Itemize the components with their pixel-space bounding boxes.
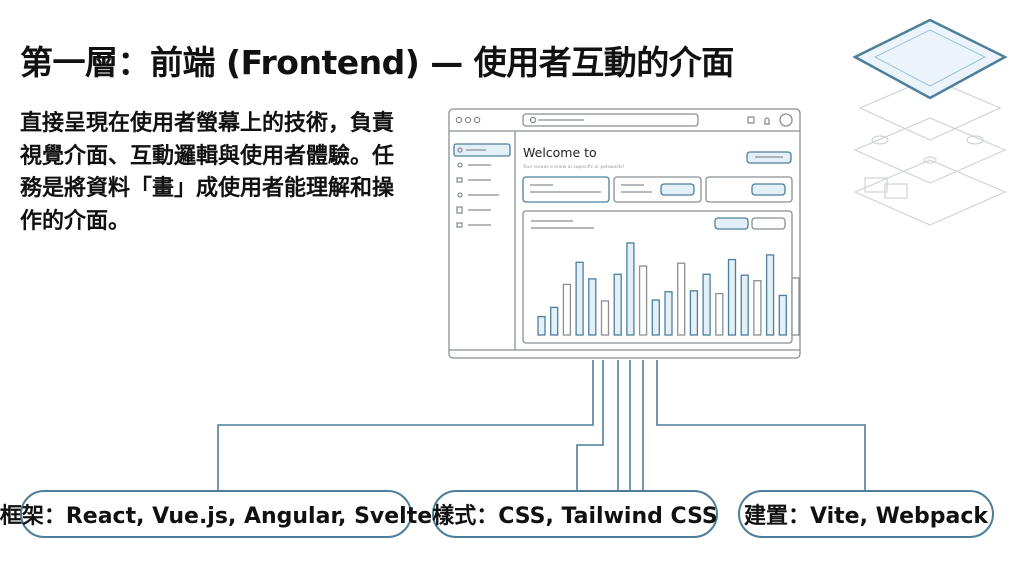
styling-pill: 樣式：CSS, Tailwind CSS xyxy=(432,490,718,538)
chart-bar xyxy=(715,292,724,336)
search-bar xyxy=(522,113,699,127)
sidebar-items xyxy=(456,147,499,228)
build-tools-pill: 建置：Vite, Webpack xyxy=(738,490,994,538)
slide-title: 第一層：前端 (Frontend) — 使用者互動的介面 xyxy=(20,43,734,82)
framework-pill: 框架：React, Vue.js, Angular, Svelte xyxy=(0,490,432,538)
slide-description: 直接呈現在使用者螢幕上的技術，負責視覺介面、互動邏輯與使用者體驗。任務是將資料「… xyxy=(20,111,395,234)
chart-bar xyxy=(537,315,546,336)
chart-bar xyxy=(651,299,660,336)
mock-heading: Welcome to xyxy=(523,145,597,160)
chart-bar xyxy=(689,290,699,336)
chart-bar xyxy=(575,261,584,336)
chart-bar xyxy=(600,300,610,336)
chart-bar xyxy=(727,258,737,336)
window-dot-icon xyxy=(464,116,472,124)
calendar-icon xyxy=(747,116,755,124)
mock-subtext: Your ioeaas e enew ai supecific or pelow… xyxy=(522,164,625,170)
search-icon xyxy=(529,116,537,124)
avatar-icon xyxy=(779,113,793,127)
chart-bar xyxy=(626,242,635,336)
bar-chart xyxy=(537,242,800,336)
frontend-layer-icon xyxy=(852,18,1008,100)
bell-icon xyxy=(764,117,770,125)
chart-bar xyxy=(791,277,800,336)
chart-bar xyxy=(702,273,711,336)
chart-bar xyxy=(613,273,622,336)
chart-bar xyxy=(740,274,749,336)
chart-bar xyxy=(778,294,787,336)
connector-lines xyxy=(217,360,866,490)
chart-bar xyxy=(677,262,686,336)
browser-mockup xyxy=(448,108,801,359)
window-dot-icon xyxy=(473,116,481,124)
chart-bar xyxy=(765,254,775,336)
chart-bar xyxy=(588,278,597,336)
window-dot-icon xyxy=(455,116,463,124)
chart-bar xyxy=(562,283,572,336)
layer-stack-illustration xyxy=(853,77,1007,226)
chart-bar xyxy=(550,306,559,336)
chart-bar xyxy=(753,280,762,336)
chart-bar xyxy=(664,291,673,336)
chart-bar xyxy=(638,265,648,336)
